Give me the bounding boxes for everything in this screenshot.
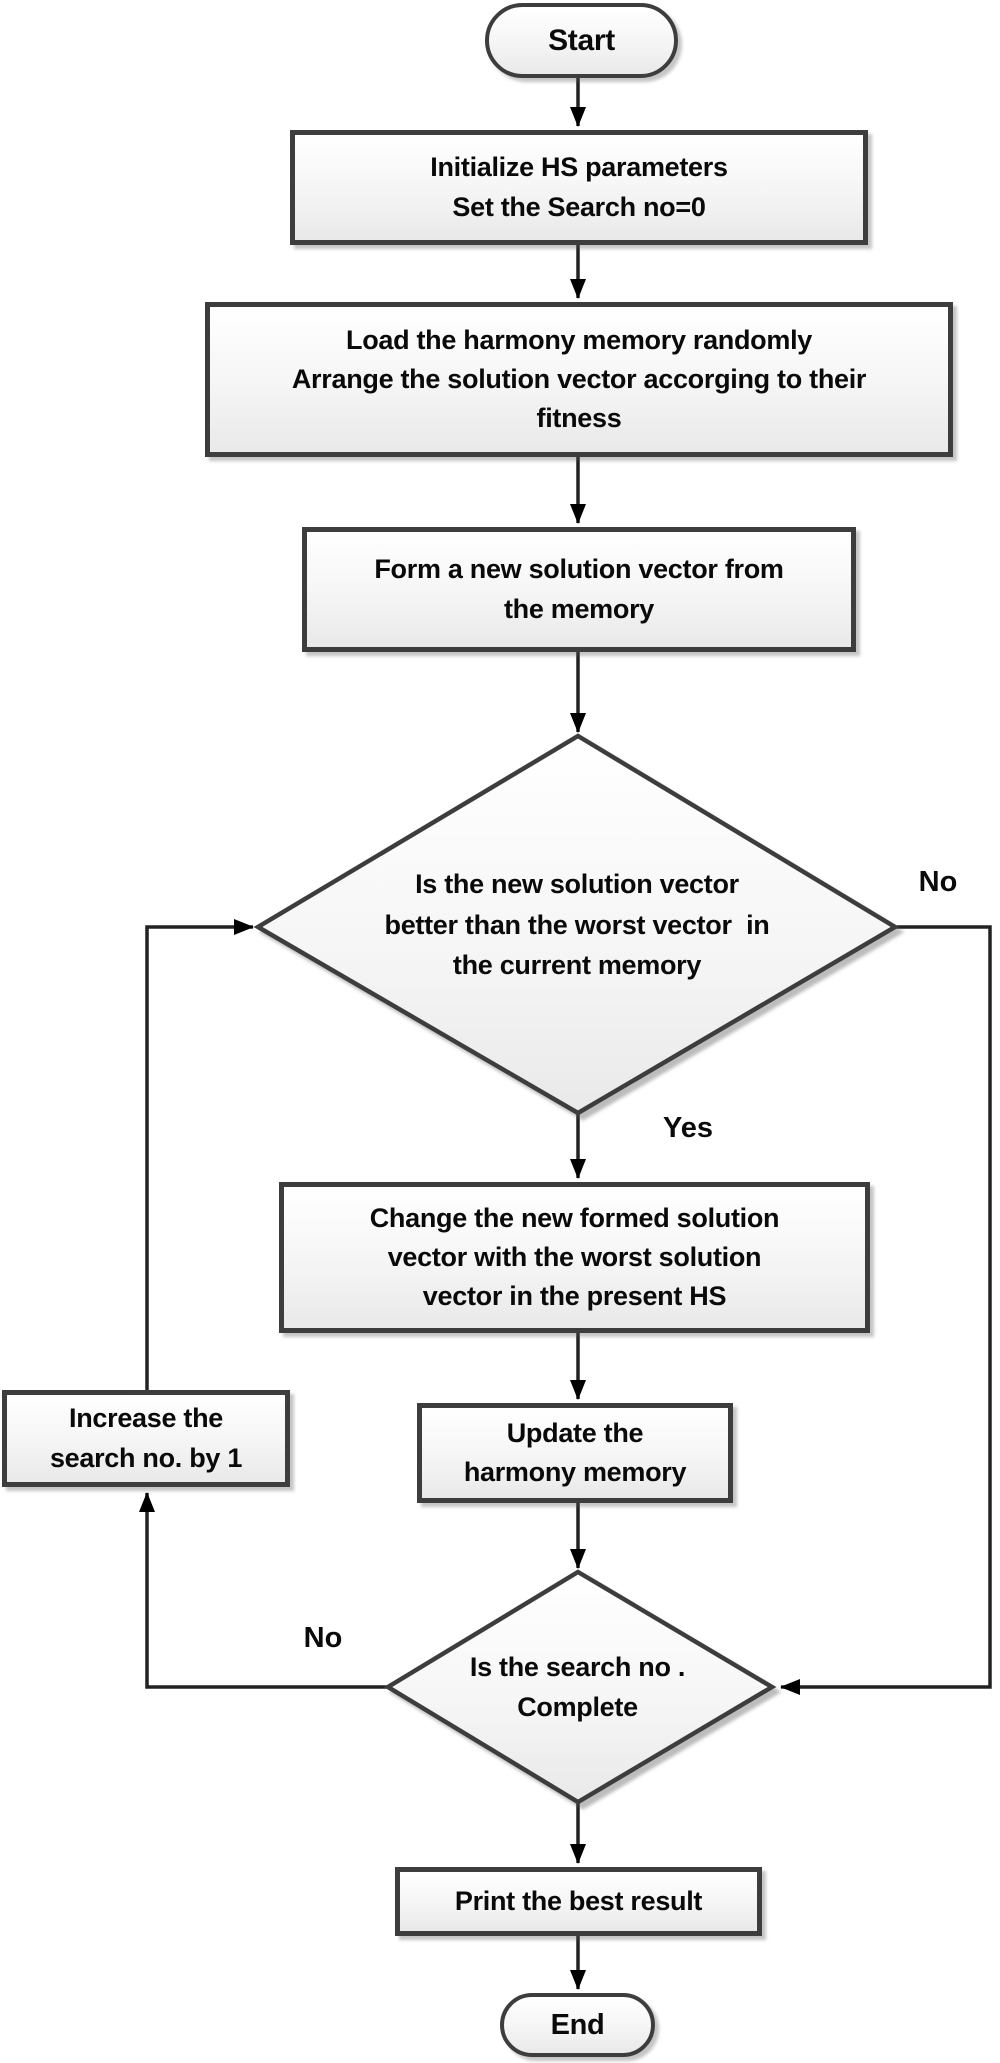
initialize-process-box: Initialize HS parameters Set the Search …	[290, 130, 868, 245]
no-left-edge-label: No	[303, 1622, 343, 1654]
form-vector-process-box: Form a new solution vector from the memo…	[302, 527, 856, 652]
load-memory-process-box: Load the harmony memory randomly Arrange…	[205, 302, 953, 457]
end-terminator: End	[500, 1993, 655, 2057]
yes-edge-label: Yes	[663, 1112, 713, 1144]
decision-better-label: Is the new solution vector better than t…	[384, 869, 770, 981]
increase-search-process-box: Increase the search no. by 1	[2, 1390, 290, 1487]
edge-increase-to-decision-better	[145, 919, 254, 1390]
print-result-process-box: Print the best result	[395, 1867, 762, 1936]
no-right-edge-label: No	[918, 866, 958, 898]
edge-no-right-loop	[780, 925, 992, 1695]
change-vector-process-box: Change the new formed solution vector wi…	[279, 1182, 870, 1333]
start-terminator: Start	[485, 3, 678, 78]
decision-diamond-better	[253, 733, 900, 1116]
update-memory-process-box: Update the harmony memory	[417, 1403, 733, 1503]
edge-no-left-to-increase	[139, 1492, 388, 1689]
decision-complete-label: Is the search no . Complete	[469, 1651, 686, 1723]
decision-diamond-complete	[383, 1569, 777, 1805]
